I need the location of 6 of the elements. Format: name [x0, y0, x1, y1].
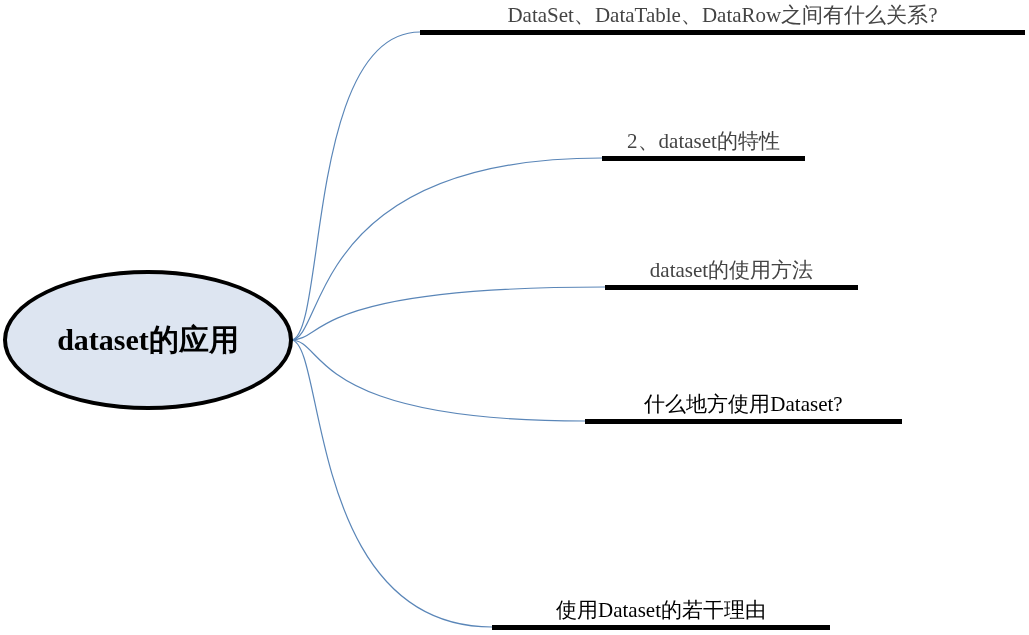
branch-topic: 什么地方使用Dataset?: [585, 391, 902, 424]
branch-topic: DataSet、DataTable、DataRow之间有什么关系?: [420, 2, 1025, 35]
branch-topic: 2、dataset的特性: [602, 128, 805, 161]
branch-topic: 使用Dataset的若干理由: [492, 597, 830, 630]
topic-title: dataset的应用: [57, 321, 239, 358]
branch-topic: dataset的使用方法: [605, 257, 858, 290]
